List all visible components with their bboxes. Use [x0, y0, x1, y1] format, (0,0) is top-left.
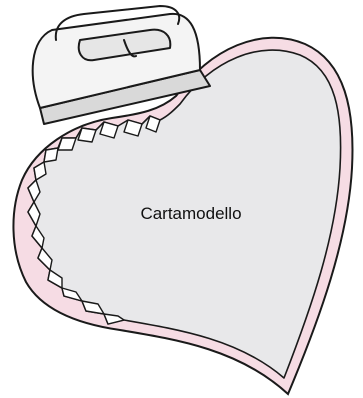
notch-flap [58, 138, 76, 150]
notch-flap [78, 128, 96, 142]
pattern-label: Cartamodello [140, 204, 241, 223]
notch-flap [44, 148, 58, 162]
